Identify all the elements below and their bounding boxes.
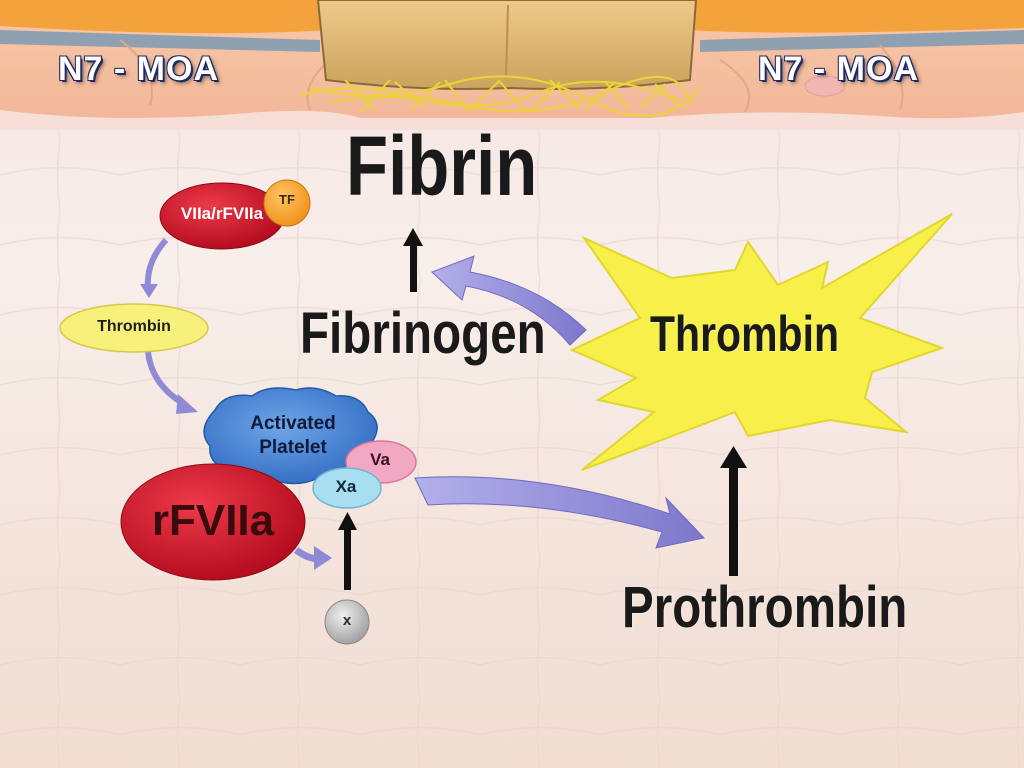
black-arrows bbox=[338, 228, 747, 590]
thrombin-burst-label: Thrombin bbox=[650, 306, 840, 362]
arrowhead-3 bbox=[314, 546, 332, 570]
thrombin-small-ellipse bbox=[59, 303, 209, 353]
slide-title-left: N7 - MOA bbox=[58, 50, 219, 88]
complex-label: VIIa/rFVIIa bbox=[180, 204, 264, 223]
tf-label: TF bbox=[279, 192, 295, 207]
tissue-edge bbox=[0, 110, 1024, 130]
arrow-thrombin-to-fibrinogen bbox=[431, 255, 587, 346]
thrombin-burst bbox=[569, 213, 953, 471]
clot-seam bbox=[505, 4, 509, 79]
fibrin-mesh bbox=[299, 75, 701, 117]
arrowhead-1 bbox=[140, 284, 158, 298]
fibrin-label: Fibrin bbox=[346, 119, 538, 213]
platelet-label-line1: Activated bbox=[250, 413, 336, 434]
arrow-complex-to-prothrombin bbox=[414, 476, 705, 549]
x-circle bbox=[324, 599, 370, 645]
arrowhead-2 bbox=[176, 394, 198, 414]
platelet-label: Activated Platelet bbox=[228, 412, 358, 460]
platelet-label-line2: Platelet bbox=[259, 437, 327, 458]
cell-nucleus bbox=[804, 75, 846, 97]
arrow-complex-to-thrombin bbox=[144, 237, 169, 289]
vessel-wall-left bbox=[0, 30, 320, 52]
rfviia-label: rFVIIa bbox=[151, 496, 275, 545]
va-label: Va bbox=[370, 450, 390, 469]
fibrinogen-label: Fibrinogen bbox=[300, 301, 546, 366]
cell-outlines bbox=[119, 39, 904, 113]
vessel-wall-right bbox=[700, 30, 1024, 52]
rfviia-ellipse bbox=[120, 463, 306, 581]
xa-ellipse bbox=[312, 467, 382, 509]
slide-title-right: N7 - MOA bbox=[758, 50, 919, 88]
thrombin-small-label: Thrombin bbox=[97, 318, 171, 335]
xa-label: Xa bbox=[335, 477, 357, 496]
tf-circle bbox=[263, 179, 311, 227]
x-label: x bbox=[342, 612, 352, 629]
prothrombin-label: Prothrombin bbox=[622, 575, 908, 640]
